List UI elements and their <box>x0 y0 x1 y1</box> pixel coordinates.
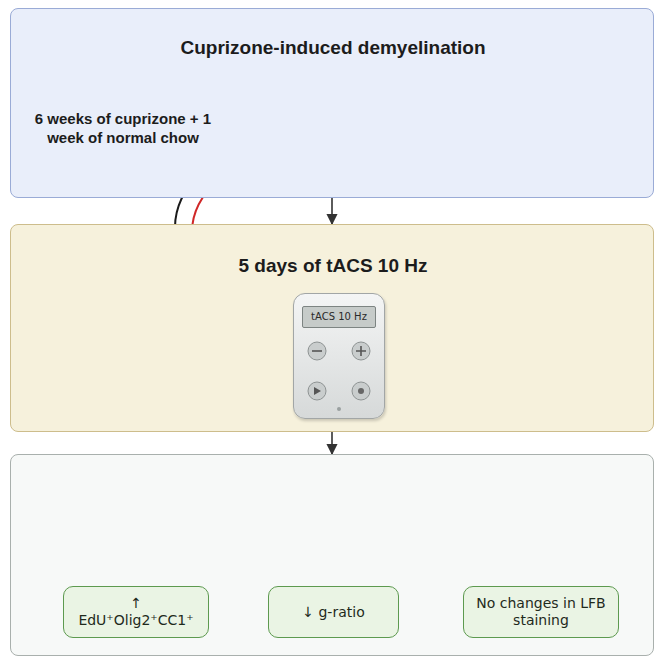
flow-arrow <box>331 432 333 454</box>
flow-arrow <box>331 198 333 224</box>
button-symbol <box>356 346 366 356</box>
button-symbol <box>314 387 321 395</box>
result-box: ↑ EdU⁺Olig2⁺CC1⁺ <box>63 586 209 638</box>
results-panel: ↑ EdU⁺Olig2⁺CC1⁺ ↓ g-ratio No changes in L… <box>10 454 654 656</box>
device-button <box>352 382 370 400</box>
device-button <box>308 382 326 400</box>
device-button <box>352 342 370 360</box>
result-text: ↑ EdU⁺Olig2⁺CC1⁺ <box>72 595 200 629</box>
indicator-light <box>337 407 341 411</box>
panel-title: 5 days of tACS 10 Hz <box>11 255 655 277</box>
panel-body: 6 weeks of cuprizone + 1 week of normal … <box>25 109 221 147</box>
stimulator-device: tACS 10 Hz <box>293 293 385 419</box>
panel-title: Cuprizone-induced demyelination <box>11 37 655 59</box>
result-box: No changes in LFB staining <box>463 586 619 638</box>
result-box: ↓ g-ratio <box>268 586 399 638</box>
button-symbol <box>312 350 322 352</box>
process-panel: tACS 10 Hz 5 days of tACS 10 Hz <box>10 224 654 432</box>
result-text: ↓ g-ratio <box>302 604 364 621</box>
result-text: No changes in LFB staining <box>472 595 610 629</box>
device-screen: tACS 10 Hz <box>302 306 376 328</box>
button-symbol <box>358 388 364 394</box>
process-panel: Cuprizone-induced demyelination 6 weeks o… <box>10 8 654 198</box>
device-button <box>308 342 326 360</box>
